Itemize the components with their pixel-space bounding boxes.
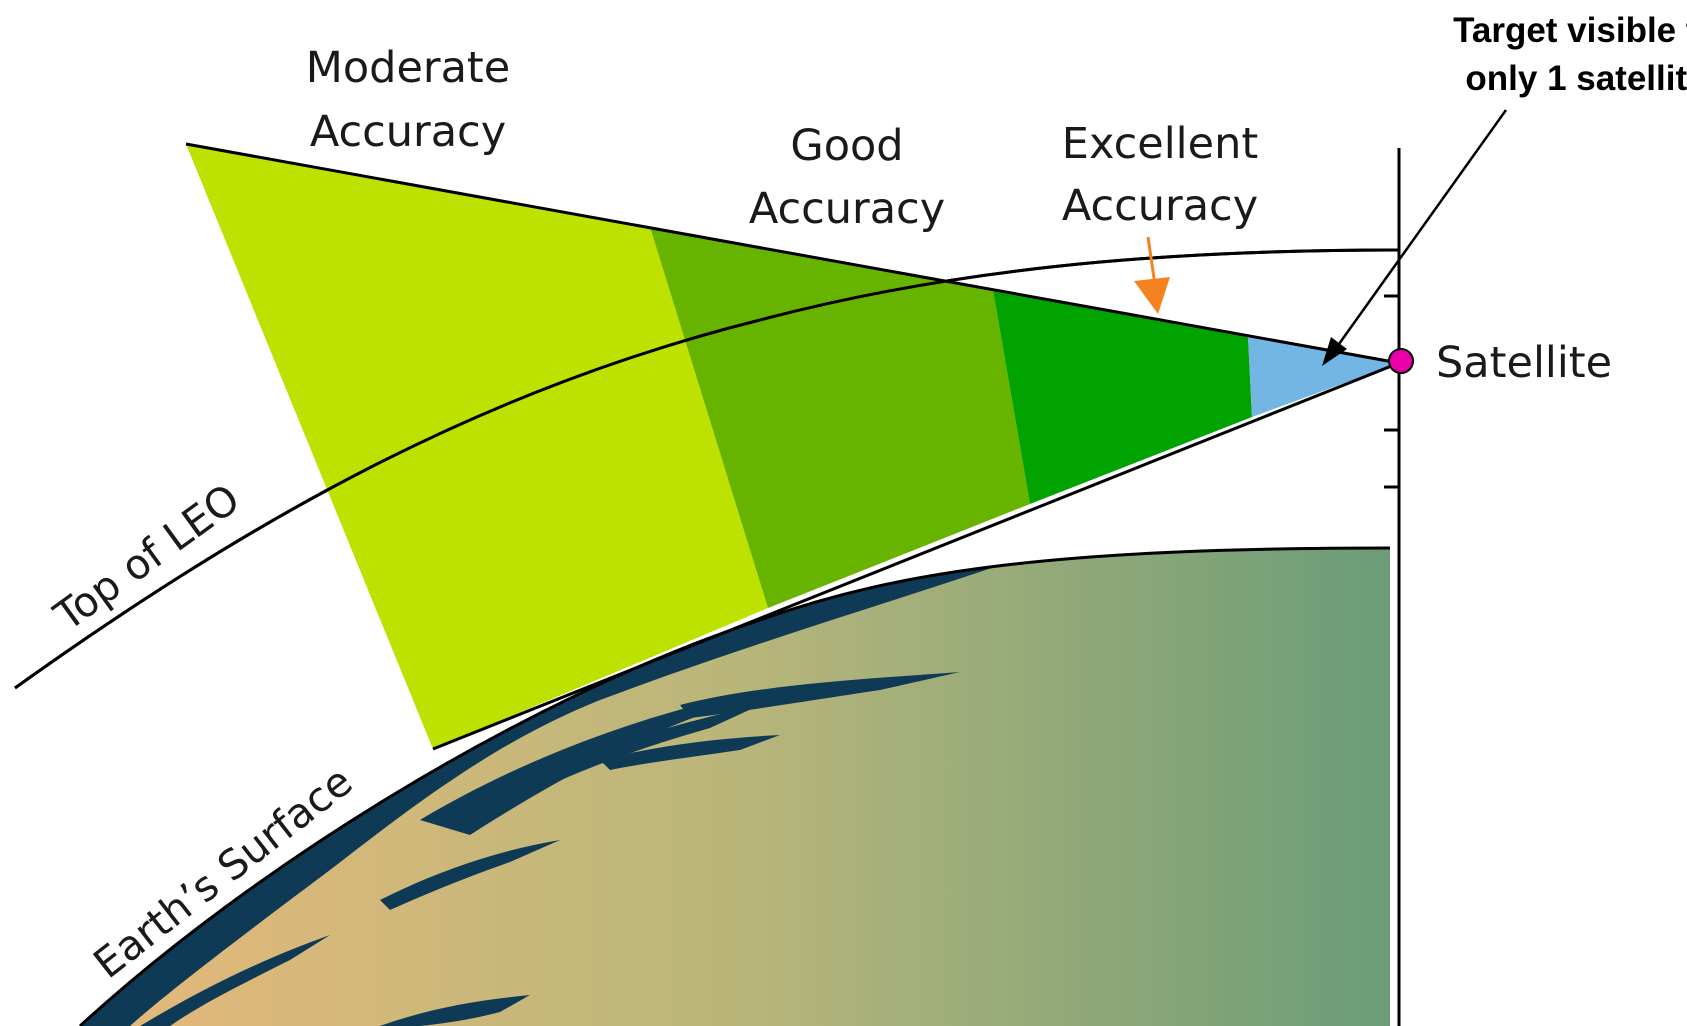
earth-land [80, 548, 1390, 1026]
moderate-accuracy-label-2: Accuracy [310, 107, 506, 157]
moderate-accuracy-zone [186, 144, 768, 749]
good-accuracy-label-1: Good [790, 121, 903, 171]
excellent-accuracy-label-2: Accuracy [1062, 181, 1258, 231]
altitude-axis [1384, 148, 1401, 1026]
target-visible-label-1: Target visible to [1453, 11, 1687, 50]
moderate-accuracy-label-1: Moderate [306, 43, 511, 93]
top-of-leo-label: Top of LEO [45, 474, 249, 640]
satellite-label: Satellite [1436, 338, 1612, 388]
excellent-accuracy-label-1: Excellent [1062, 119, 1258, 169]
satellite-marker [1388, 348, 1414, 374]
good-accuracy-zone [650, 227, 1030, 608]
earth-ocean [80, 555, 1030, 1026]
good-accuracy-label-2: Accuracy [749, 184, 945, 234]
cone-upper-edge [185, 142, 1400, 365]
earth [78, 546, 1391, 1026]
target-visible-label-2: only 1 satellite [1465, 59, 1687, 98]
accuracy-zones [186, 144, 1399, 749]
excellent-accuracy-zone [993, 290, 1252, 504]
target-pointer-arrow [1322, 109, 1508, 366]
top-of-leo-curve-overlay [14, 248, 1401, 690]
cone-lower-edge [432, 361, 1400, 751]
excellent-arrow [1134, 236, 1170, 314]
